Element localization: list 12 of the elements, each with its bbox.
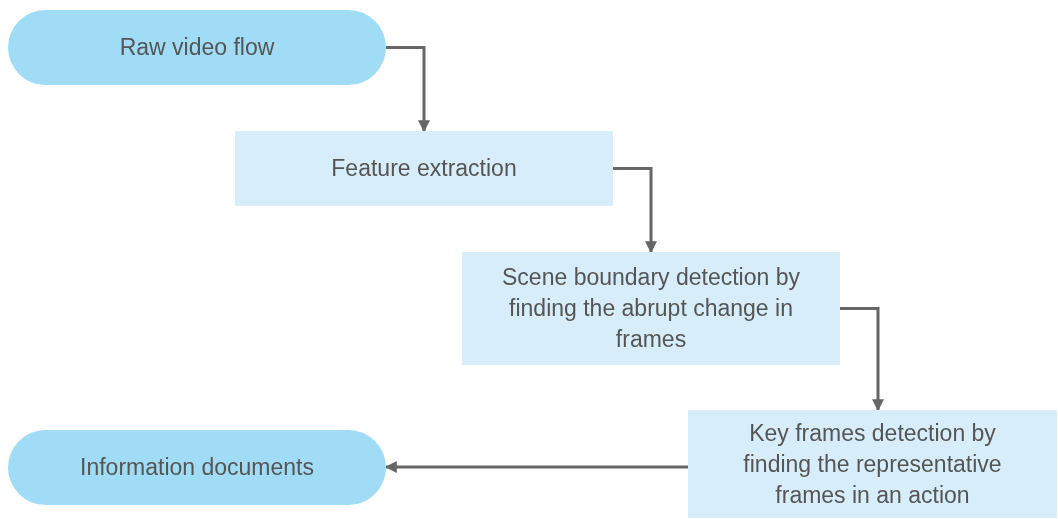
node-text: Information documents: [80, 453, 314, 482]
process-box: [462, 252, 840, 365]
arrow: [840, 307, 884, 412]
arrow: [386, 46, 430, 133]
arrow: [384, 461, 688, 473]
node-text: Raw video flow: [119, 33, 275, 62]
process-box: [235, 131, 613, 206]
node-text: Scene boundary detection by finding the abrupt change in frames: [501, 263, 801, 354]
process-box: [688, 410, 1057, 518]
arrow: [613, 167, 657, 254]
node-text: Feature extraction: [331, 154, 517, 183]
node-text: Key frames detection by finding the representative frames in an action: [742, 418, 1003, 510]
